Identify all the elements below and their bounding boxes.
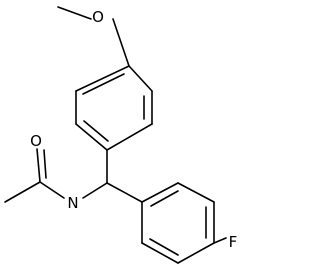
bond-ch-n [82, 182, 108, 199]
oxygen-carbonyl-label: O [30, 132, 42, 150]
molecule-structure-diagram: O O N F [4, 6, 237, 264]
bond-carbonyl-o-double [43, 149, 47, 179]
bond-n-carbonyl [39, 181, 65, 199]
bond-carbonyl-o [36, 148, 41, 183]
fluorine-label: F [229, 233, 238, 251]
ring-b-bond [141, 182, 179, 203]
ring-b-bond [177, 242, 215, 264]
bond-methyl-o [57, 6, 92, 20]
atom-labels: O O N F [30, 8, 237, 251]
ring-a-double-bond [83, 120, 109, 142]
nitrogen-amide-label: N [67, 194, 78, 212]
ring-a-bond [75, 123, 108, 151]
ring-b-double-bond [149, 238, 179, 256]
ring-b-bond [177, 182, 215, 203]
ring-a-bond [106, 123, 153, 151]
bond-ch-ring [106, 182, 143, 203]
ring-a-bond [128, 65, 153, 92]
ring-b-bond [141, 242, 179, 264]
bond-carbonyl-methyl [4, 181, 41, 203]
bond-lines [4, 6, 227, 264]
oxygen-methoxy-label: O [92, 8, 104, 26]
bond-ring-f [213, 237, 227, 244]
ring-a-double-bond [82, 73, 125, 95]
ring-b-double-bond [150, 190, 179, 207]
bond-o-ring [112, 18, 130, 67]
ring-a-bond [75, 65, 130, 92]
